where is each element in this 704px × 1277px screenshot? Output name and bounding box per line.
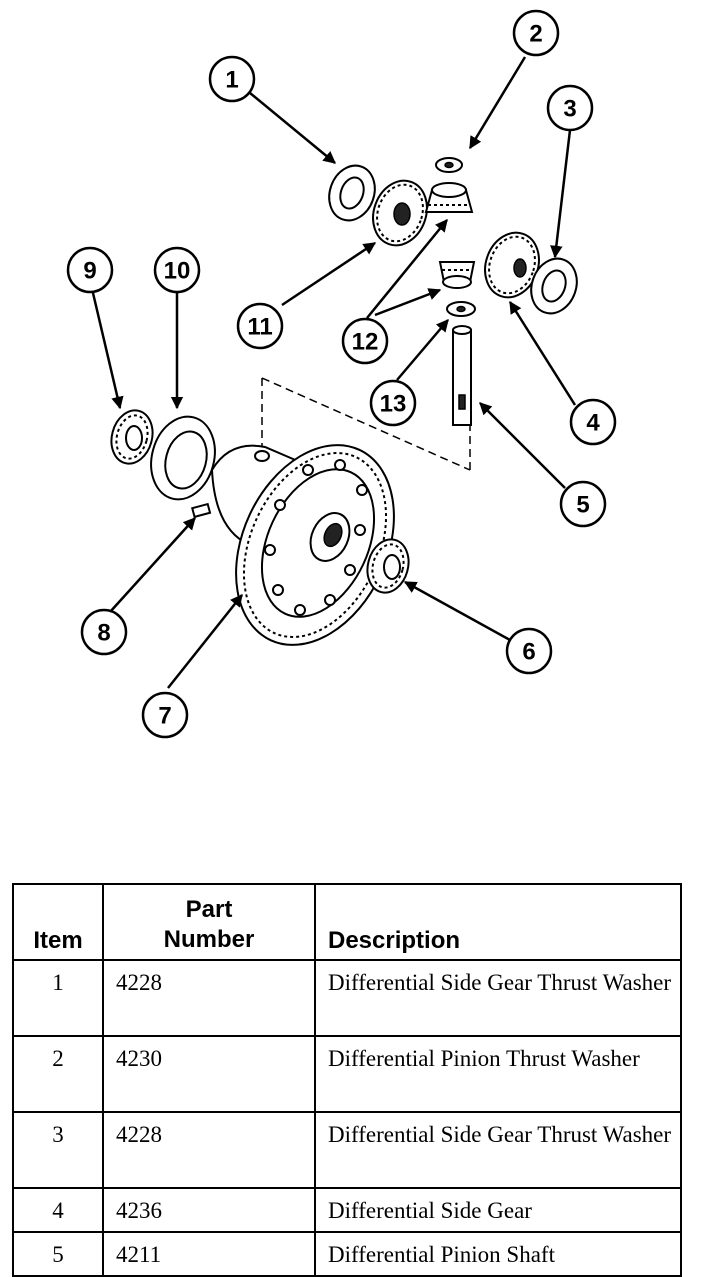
pinion-gear-top [424,182,474,213]
header-part-number: Part Number [102,883,316,961]
side-gear-right [484,231,540,299]
cell-description: Differential Pinion Thrust Washer [314,1035,682,1113]
svg-text:5: 5 [576,492,589,519]
callout-11: 11 [236,302,284,350]
callout-8: 8 [80,608,128,656]
svg-text:9: 9 [83,258,96,285]
table-row: 4 4236 Differential Side Gear [12,1187,682,1233]
cell-part-number: 4230 [102,1035,316,1113]
cell-item: 5 [12,1231,104,1277]
cell-description: Differential Side Gear Thrust Washer [314,959,682,1037]
callout-2: 2 [512,9,560,57]
callout-5: 5 [559,480,607,528]
cell-part-number: 4228 [102,1111,316,1189]
callout-13: 13 [369,379,417,427]
header-part-line1: Part [185,896,233,923]
leader-3 [550,129,572,259]
svg-text:7: 7 [158,703,171,730]
leader-12a [366,219,448,319]
bearing-right [366,538,410,594]
callout-9: 9 [66,246,114,294]
cell-description: Differential Side Gear Thrust Washer [314,1111,682,1189]
table-row: 1 4228 Differential Side Gear Thrust Was… [12,959,682,1037]
header-part-line2: Number [163,926,255,953]
pinion-thrust-washer-bottom [446,301,476,317]
bearing-left [110,409,154,465]
leader-13 [396,319,449,381]
side-gear-thrust-washer-left [328,164,376,222]
svg-text:3: 3 [563,96,576,123]
table-row: 3 4228 Differential Side Gear Thrust Was… [12,1111,682,1189]
leader-2 [468,56,527,150]
callout-10: 10 [153,246,201,294]
differential-case-ring-gear [210,444,395,646]
cell-item: 4 [12,1187,104,1233]
table-row: 2 4230 Differential Pinion Thrust Washer [12,1035,682,1113]
cell-part-number: 4228 [102,959,316,1037]
callout-1: 1 [208,55,256,103]
case-bolt [191,502,212,519]
leader-5 [479,402,566,489]
svg-text:12: 12 [352,329,379,356]
exploded-differential-diagram: 1 2 3 4 5 6 7 8 9 10 11 12 13 [66,9,617,739]
svg-text:4: 4 [586,410,600,437]
svg-text:2: 2 [529,21,542,48]
svg-text:10: 10 [164,258,191,285]
leader-8 [109,517,196,613]
callout-6: 6 [505,627,553,675]
bearing-cup-left [150,415,216,501]
callout-4: 4 [569,398,617,446]
cell-item: 1 [12,959,104,1037]
header-description: Description [314,883,682,961]
side-gear-left [372,179,428,247]
cell-description: Differential Side Gear [314,1187,682,1233]
callout-12: 12 [341,317,389,365]
leader-6 [403,580,511,642]
svg-text:6: 6 [522,639,535,666]
leader-7 [167,594,243,689]
leader-9 [91,292,124,410]
cell-part-number: 4211 [102,1231,316,1277]
cell-item: 3 [12,1111,104,1189]
callout-3: 3 [546,84,594,132]
parts-table: Item Part Number Description 1 4228 Diff… [12,883,682,1277]
callout-7: 7 [141,691,189,739]
table-header-row: Item Part Number Description [12,883,682,961]
header-item: Item [12,883,104,961]
cell-part-number: 4236 [102,1187,316,1233]
pinion-gear-bottom [438,261,476,289]
svg-text:8: 8 [97,620,110,647]
leader-1 [249,92,336,164]
svg-text:13: 13 [380,391,407,418]
leader-12b [374,288,442,317]
pinion-shaft [452,325,472,426]
leader-4 [508,300,577,406]
side-gear-thrust-washer-right [530,257,578,315]
cell-description: Differential Pinion Shaft [314,1231,682,1277]
svg-text:11: 11 [247,314,272,341]
leader-11 [281,241,377,307]
pinion-thrust-washer-top [435,157,463,173]
table-row: 5 4211 Differential Pinion Shaft [12,1231,682,1277]
cell-item: 2 [12,1035,104,1113]
svg-text:1: 1 [225,67,238,94]
